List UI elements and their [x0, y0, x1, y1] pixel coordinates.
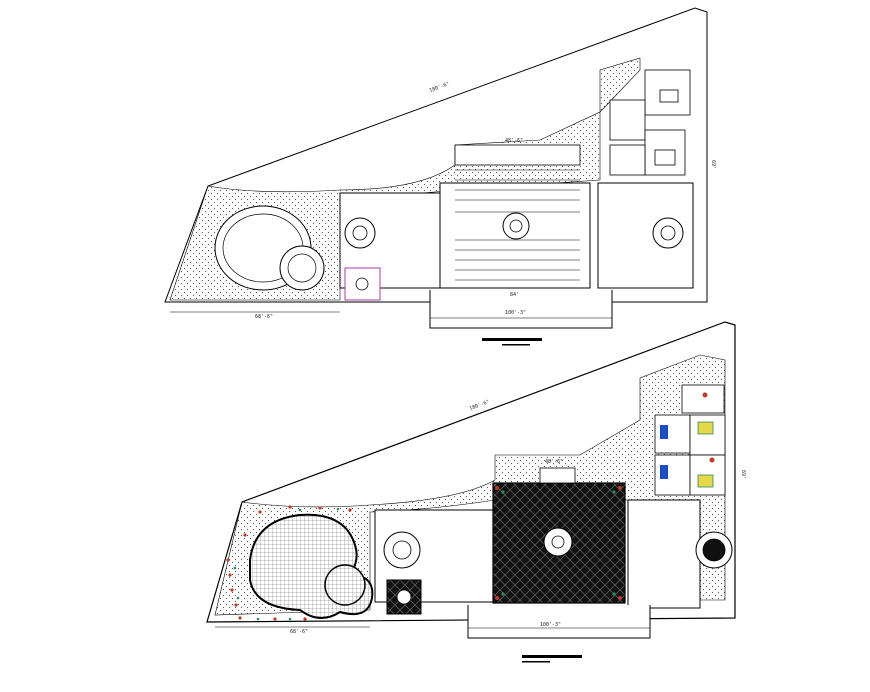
upper-plan: 68'-6" 180'-6" 48'-6" 100'-3" 84' 69' — [164, 7, 716, 346]
lower-dim-left-walk: 68'-6" — [290, 629, 308, 635]
lower-round-feature-right-dark — [702, 538, 726, 562]
upper-dim-top-pavilion: 48'-6" — [505, 138, 523, 144]
lower-title-bar — [522, 655, 582, 658]
upper-site-outline — [164, 7, 708, 303]
upper-dim-left-walk: 68'-6" — [255, 314, 273, 320]
lower-planter-box-center — [396, 589, 412, 605]
lower-center-fountain — [543, 527, 573, 557]
upper-small-room — [344, 267, 381, 301]
upper-pool-round — [279, 245, 325, 291]
lower-room-right — [627, 499, 701, 609]
upper-small-room-fixture — [355, 277, 369, 291]
lower-planters-green — [233, 507, 340, 621]
upper-dim-diagonal: 180'-6" — [429, 81, 451, 94]
upper-toilet-block — [609, 69, 691, 176]
lower-dim-right-side: 69' — [740, 470, 746, 479]
lower-round-feature-left — [383, 531, 421, 569]
lower-dim-top-pavilion: 48'-6" — [545, 459, 563, 465]
lower-pool-round — [324, 564, 366, 606]
upper-pool-round-inner — [287, 253, 317, 283]
lower-round-feature-left-inner — [392, 540, 412, 560]
upper-round-feature-left — [344, 217, 376, 249]
upper-dim-bottom-entrance: 100'-3" — [505, 310, 526, 316]
upper-title-bar-thin — [502, 344, 530, 346]
upper-title-bar — [482, 338, 542, 341]
upper-center-fountain — [502, 212, 530, 240]
lower-paving-planters — [495, 486, 622, 600]
upper-entrance-steps — [429, 290, 613, 329]
lower-planters-left — [226, 505, 352, 621]
upper-round-feature-left-inner — [352, 225, 368, 241]
upper-pavilion-top — [454, 144, 581, 166]
upper-dim-mid: 84' — [510, 292, 519, 298]
lower-dim-bottom-entrance: 100'-3" — [540, 622, 561, 628]
lower-toilet-fixtures — [660, 392, 715, 488]
lower-center-fountain-inner — [551, 535, 565, 549]
upper-stair-lines — [455, 169, 580, 281]
lower-entrance-steps — [467, 605, 651, 639]
upper-center-fountain-inner — [509, 219, 523, 233]
upper-round-feature-right — [652, 217, 684, 249]
lower-pavilion-top — [539, 467, 576, 484]
lower-title-bar-thin — [522, 661, 550, 663]
upper-round-feature-right-inner — [660, 225, 676, 241]
upper-dim-right-side: 69' — [710, 160, 716, 169]
lower-plan: 68'-6" 180'-6" 48'-6" 100'-3" 69' — [206, 321, 746, 663]
lower-dim-diagonal: 180'-6" — [469, 399, 491, 412]
